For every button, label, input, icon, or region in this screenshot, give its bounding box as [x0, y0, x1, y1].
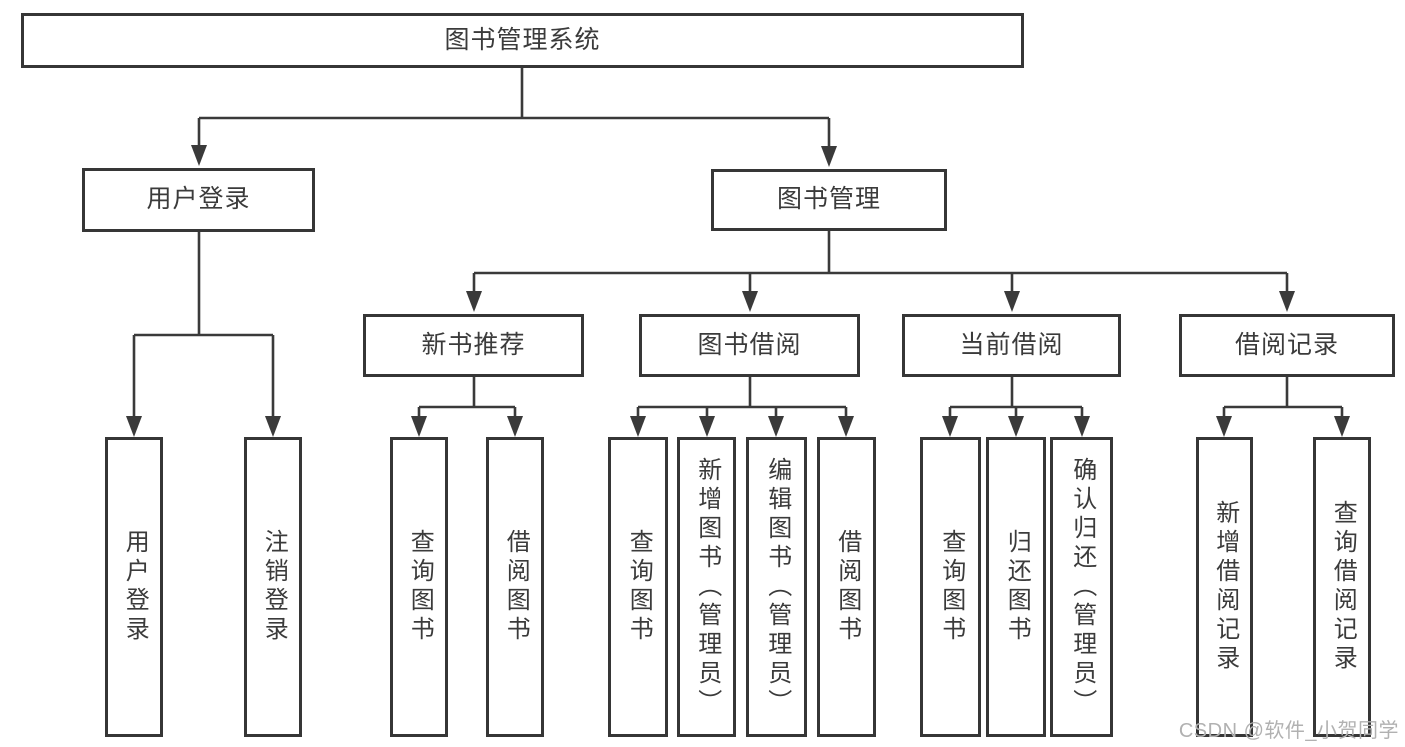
node-bb-edit-book: 编辑图书（管理员）: [746, 437, 807, 737]
node-book-management: 图书管理: [711, 169, 947, 231]
node-book-borrowing: 图书借阅: [639, 314, 860, 377]
node-cb-confirm-return: 确认归还（管理员）: [1050, 437, 1113, 737]
node-nbr-query-book: 查询图书: [390, 437, 448, 737]
node-nbr-borrow-book: 借阅图书: [486, 437, 544, 737]
node-current-borrowing: 当前借阅: [902, 314, 1121, 377]
csdn-watermark: CSDN @软件_小贺同学: [1178, 720, 1399, 742]
node-bb-borrow-book: 借阅图书: [817, 437, 876, 737]
node-library-management-system: 图书管理系统: [21, 13, 1024, 68]
node-new-book-recommendation: 新书推荐: [363, 314, 584, 377]
node-user-login: 用户登录: [82, 168, 315, 232]
node-cb-return-book: 归还图书: [986, 437, 1046, 737]
node-bb-query-book: 查询图书: [608, 437, 668, 737]
node-logout: 注销登录: [244, 437, 302, 737]
node-login: 用户登录: [105, 437, 163, 737]
node-br-query-record: 查询借阅记录: [1313, 437, 1371, 737]
node-cb-query-book: 查询图书: [920, 437, 981, 737]
node-borrowing-records: 借阅记录: [1179, 314, 1395, 377]
node-bb-add-book: 新增图书（管理员）: [677, 437, 736, 737]
node-br-add-record: 新增借阅记录: [1196, 437, 1253, 737]
